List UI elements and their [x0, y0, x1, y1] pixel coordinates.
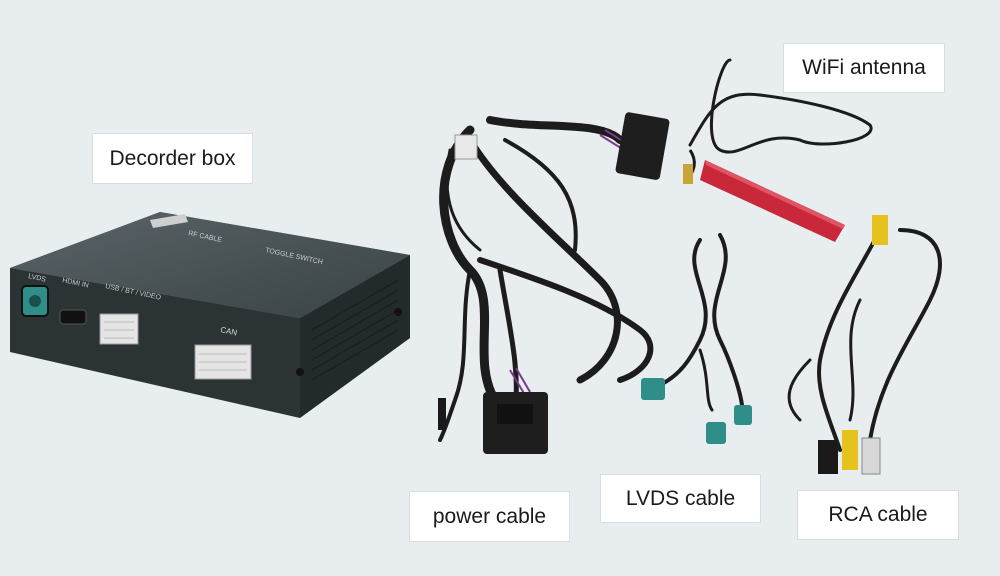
rca-cable — [787, 228, 942, 452]
power-connector-top — [615, 112, 670, 180]
caption-wifi-antenna: WiFi antenna — [783, 43, 945, 93]
box-marking-can: CAN — [220, 325, 239, 337]
box-marking-lvds: LVDS — [28, 273, 47, 284]
rca-usb-plug — [861, 437, 881, 475]
decoder-box: RF CABLE TOGGLE SWITCH LVDS HDMI IN USB … — [10, 212, 410, 418]
antenna-body — [700, 160, 845, 242]
wifi-antenna — [683, 58, 873, 242]
caption-lvds-cable: LVDS cable — [600, 474, 761, 523]
rca-plug-yellow — [842, 430, 858, 470]
caption-decoder-box: Decorder box — [92, 133, 253, 184]
lvds-connector-2 — [706, 422, 726, 444]
power-connector-small — [454, 134, 478, 160]
caption-rca-cable: RCA cable — [797, 490, 959, 540]
lvds-connector-1 — [641, 378, 665, 400]
caption-power-cable: power cable — [409, 491, 570, 542]
hdmi-port — [59, 309, 87, 325]
usb-port — [99, 313, 139, 345]
rca-plug-black — [818, 440, 838, 474]
lvds-connector-3 — [734, 405, 752, 425]
lvds-cable — [658, 233, 744, 412]
